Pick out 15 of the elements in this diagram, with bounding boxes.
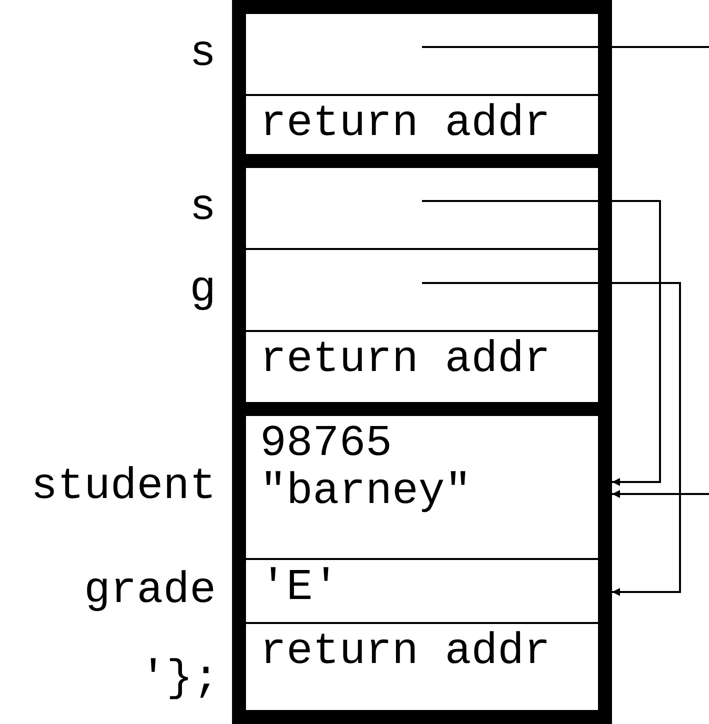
cell-value: return addr (260, 336, 552, 384)
variable-name: s (190, 30, 216, 78)
cell-value: "barney" (260, 468, 472, 516)
cell-value: return addr (260, 628, 552, 676)
variable-name: student (31, 463, 216, 511)
cell-value: return addr (260, 100, 552, 148)
variable-name: s (190, 184, 216, 232)
variable-name: g (190, 266, 216, 314)
pointer-arrow (422, 200, 661, 486)
cell-value: 98765 (260, 420, 394, 468)
variable-name: grade (84, 567, 216, 615)
code-fragment: '}; (140, 655, 220, 703)
pointer-arrow (422, 282, 681, 596)
pointer-arrow (612, 490, 709, 498)
cell-value: 'E' (260, 564, 340, 612)
